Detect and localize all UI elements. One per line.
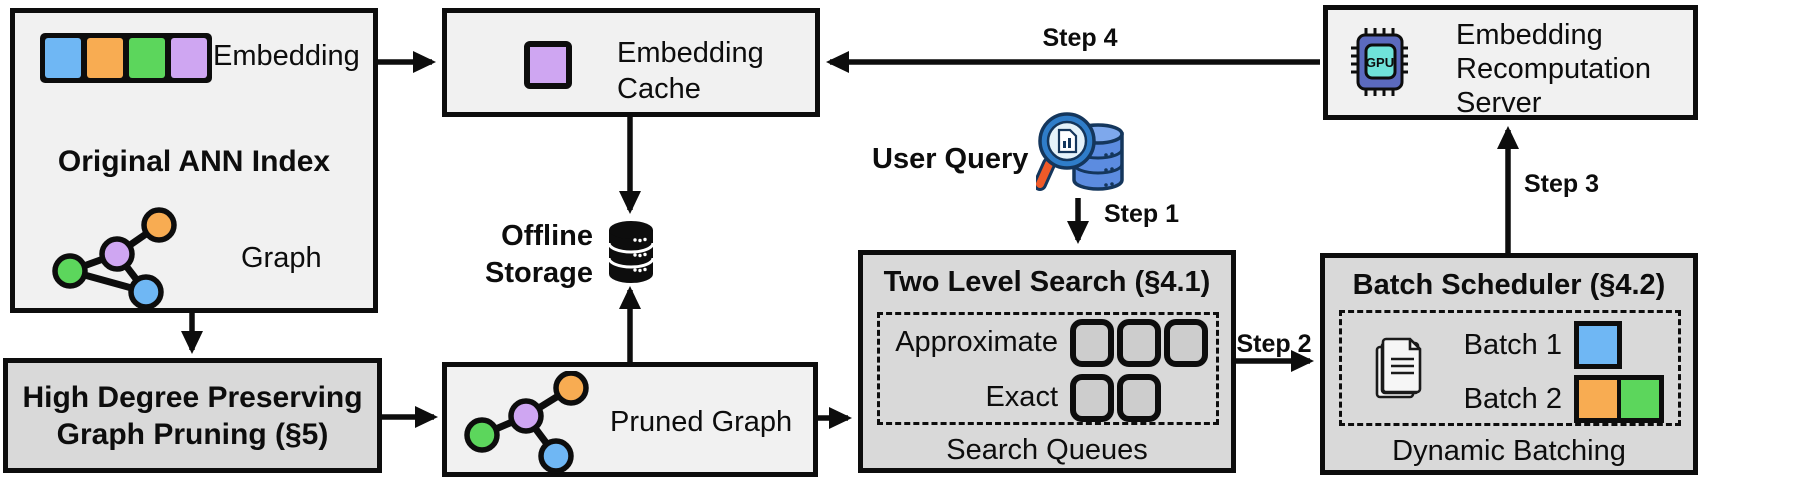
dynamic-batching-panel: Batch 1 Batch 2 [1339, 310, 1681, 426]
two-level-search-box: Two Level Search (§4.1) Approximate Exac… [858, 250, 1236, 473]
search-queues-panel: Approximate Exact [877, 312, 1219, 425]
step1-label: Step 1 [1104, 200, 1180, 228]
step4-label: Step 4 [1042, 24, 1118, 52]
approximate-label: Approximate [895, 326, 1058, 358]
recomputation-server-label: Embedding Recomputation Server [1456, 19, 1652, 119]
exact-queue-row: Exact [880, 370, 1216, 425]
user-query-label: User Query [872, 143, 1029, 175]
dynamic-batching-footer: Dynamic Batching [1392, 435, 1626, 467]
queue-slot [1164, 318, 1208, 367]
batch1-row: Batch 1 [1442, 319, 1622, 371]
gpu-text: GPU [1366, 55, 1394, 70]
batch-color-chip [1579, 326, 1617, 364]
graph-label: Graph [241, 242, 322, 274]
embedding-dim-chip [129, 38, 165, 78]
embedding-dim-chip [45, 38, 81, 78]
batch2-chips [1574, 375, 1664, 423]
ann-index-title: Original ANN Index [57, 145, 331, 178]
graph-icon [52, 207, 177, 310]
search-queues-footer: Search Queues [946, 434, 1148, 466]
batch2-label: Batch 2 [1463, 383, 1562, 415]
embedding-label: Embedding [213, 40, 360, 72]
two-level-search-title: Two Level Search (§4.1) [883, 266, 1211, 298]
cached-embedding-square [524, 41, 572, 89]
exact-queue-cells [1070, 373, 1216, 422]
original-ann-index-box: Embedding Original ANN Index Graph [10, 8, 378, 313]
queue-slot [1070, 373, 1114, 422]
gpu-chip-icon: GPU [1351, 28, 1408, 96]
exact-label: Exact [985, 381, 1058, 413]
offline-storage-label: Offline Storage [485, 220, 593, 289]
queue-slot [1070, 318, 1114, 367]
pruned-graph-icon [464, 371, 589, 474]
approximate-queue-cells [1070, 318, 1216, 367]
recomputation-server-box: GPU Embedding Recomputation Server [1323, 5, 1698, 120]
step2-label: Step 2 [1236, 330, 1312, 358]
batch-scheduler-title: Batch Scheduler (§4.2) [1352, 269, 1666, 301]
batch2-row: Batch 2 [1442, 373, 1664, 425]
batch-color-chip [1617, 380, 1659, 418]
document-chart-glyph [1057, 128, 1078, 154]
database-icon [607, 221, 655, 283]
embedding-cache-label: Embedding Cache [617, 37, 764, 105]
batch-scheduler-box: Batch Scheduler (§4.2) Batch 1 Batch 2 [1320, 253, 1698, 475]
queue-slot [1117, 318, 1161, 367]
batch1-chips [1574, 321, 1622, 369]
query-magnifier-icon [1036, 112, 1124, 191]
pruned-graph-box: Pruned Graph [442, 362, 818, 477]
queue-slot [1117, 373, 1161, 422]
embedding-dim-chip [171, 38, 207, 78]
batch1-label: Batch 1 [1463, 329, 1562, 361]
step3-label: Step 3 [1524, 170, 1600, 198]
pruned-graph-label: Pruned Graph [610, 406, 793, 438]
embedding-vector [40, 33, 212, 83]
embedding-dim-chip [87, 38, 123, 78]
graph-pruning-box: High Degree Preserving Graph Pruning (§5… [3, 358, 382, 473]
graph-pruning-title: High Degree Preserving Graph Pruning (§5… [22, 380, 363, 451]
approximate-queue-row: Approximate [880, 315, 1216, 370]
documents-icon [1375, 337, 1422, 399]
batch-color-chip [1579, 380, 1617, 418]
embedding-cache-box: Embedding Cache [442, 8, 820, 117]
